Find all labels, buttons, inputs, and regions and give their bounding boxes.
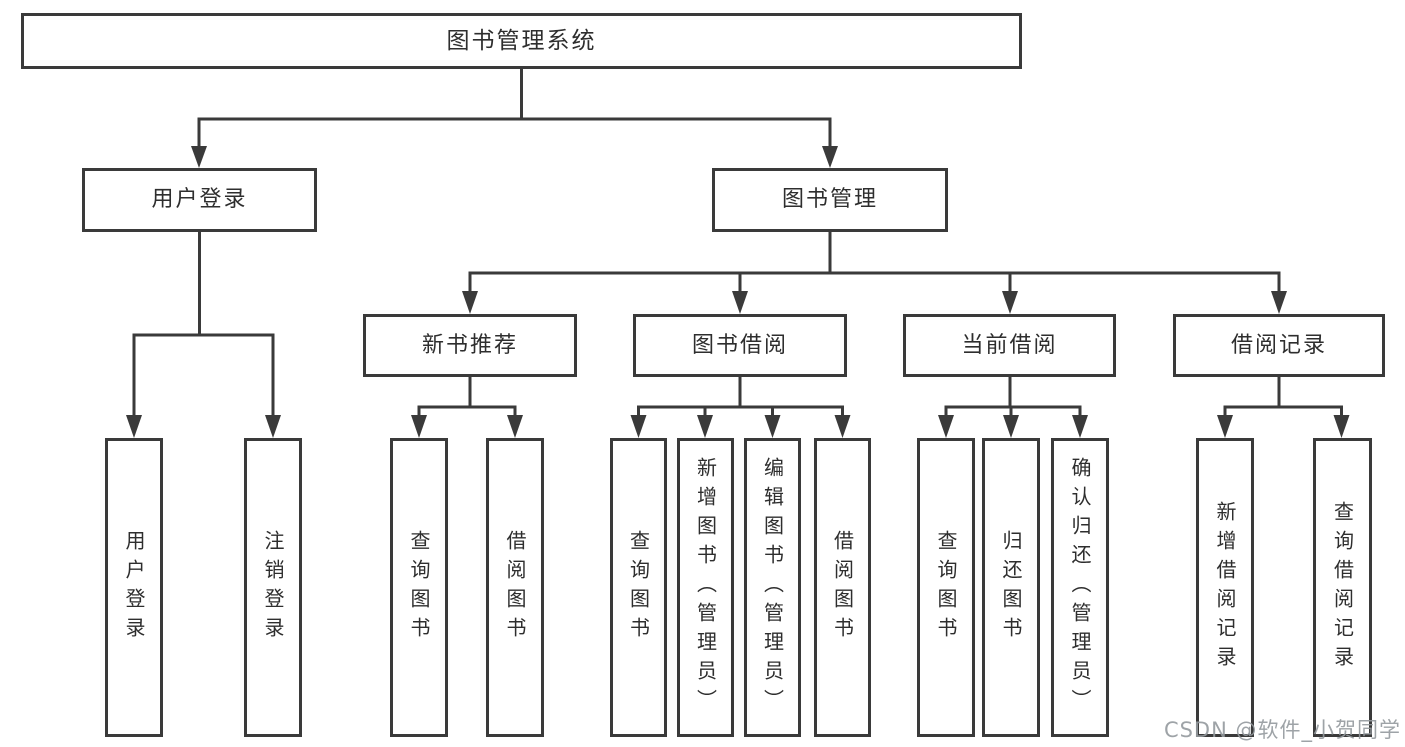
connector-new-book-recommend-children xyxy=(411,377,523,438)
leaf-edit-book-admin: 编辑图书（管理员） xyxy=(744,438,801,737)
leaf-logout: 注销登录 xyxy=(244,438,302,737)
leaf-return-book: 归还图书 xyxy=(982,438,1040,737)
watermark: CSDN @软件_小贺同学 xyxy=(1163,718,1401,742)
node-book-management: 图书管理 xyxy=(712,168,948,232)
connector-user-login-children xyxy=(126,232,281,438)
node-root-system: 图书管理系统 xyxy=(21,13,1022,69)
leaf-add-book-admin: 新增图书（管理员） xyxy=(677,438,734,737)
leaf-query-borrow-record: 查询借阅记录 xyxy=(1313,438,1372,737)
leaf-recommend-borrow-book: 借阅图书 xyxy=(486,438,544,737)
connector-root-to-level1 xyxy=(191,68,838,168)
node-current-borrow: 当前借阅 xyxy=(903,314,1116,377)
node-borrow-record: 借阅记录 xyxy=(1173,314,1385,377)
leaf-user-login: 用户登录 xyxy=(105,438,163,737)
leaf-borrow-book: 借阅图书 xyxy=(814,438,871,737)
node-book-borrow: 图书借阅 xyxy=(633,314,847,377)
leaf-add-borrow-record: 新增借阅记录 xyxy=(1196,438,1254,737)
leaf-borrow-query-book: 查询图书 xyxy=(610,438,667,737)
connector-book-management-children xyxy=(462,232,1287,314)
connector-borrow-record-children xyxy=(1217,377,1350,438)
leaf-current-query-book: 查询图书 xyxy=(917,438,975,737)
connector-book-borrow-children xyxy=(630,377,851,438)
leaf-recommend-query-book: 查询图书 xyxy=(390,438,448,737)
node-user-login: 用户登录 xyxy=(82,168,317,232)
node-new-book-recommend: 新书推荐 xyxy=(363,314,577,377)
connector-current-borrow-children xyxy=(938,377,1088,438)
leaf-confirm-return-admin: 确认归还（管理员） xyxy=(1051,438,1109,737)
